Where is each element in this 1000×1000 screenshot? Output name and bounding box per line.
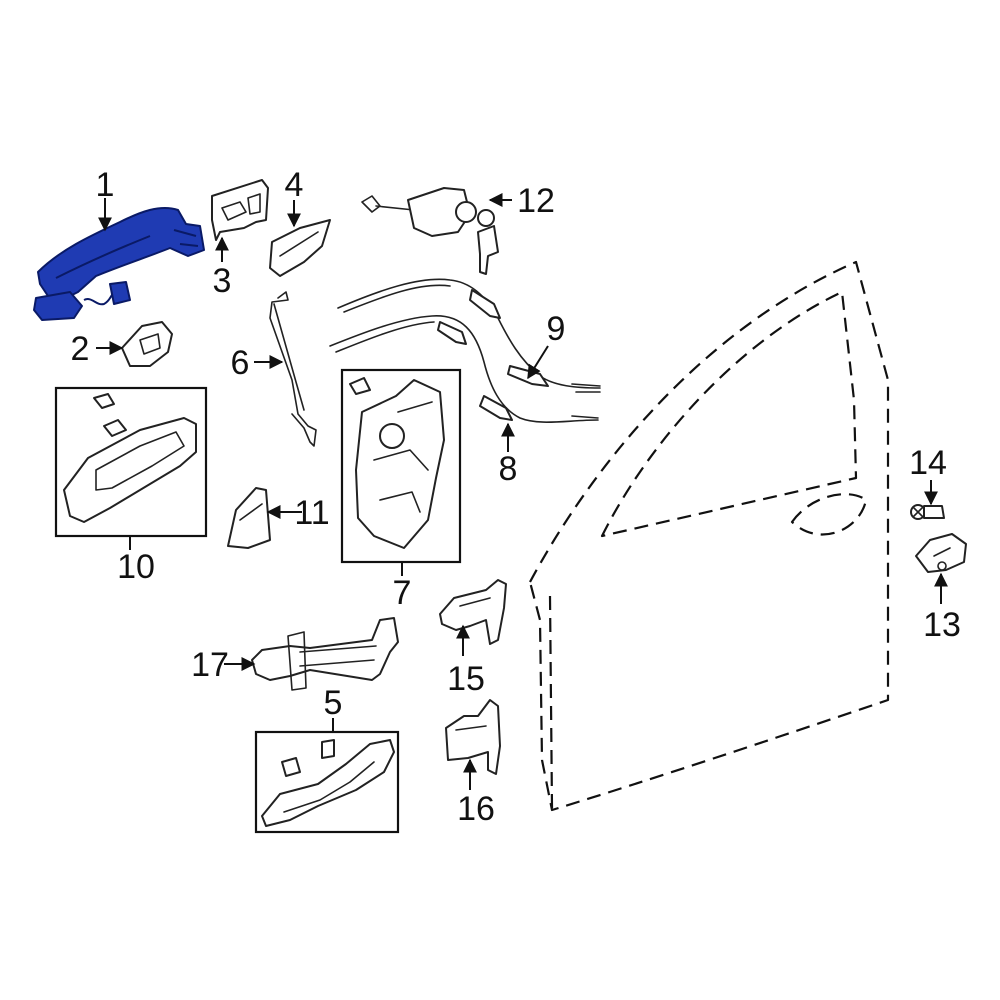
part-5-bracket[interactable]	[261, 739, 395, 827]
part-4-pad[interactable]	[269, 219, 331, 277]
part-15-upper-hinge[interactable]	[439, 579, 507, 645]
part-17-door-check[interactable]	[251, 617, 399, 691]
callout-2: 2	[71, 330, 90, 368]
callout-11: 11	[294, 494, 329, 532]
part-10-inside-handle[interactable]	[63, 393, 197, 523]
callout-16: 16	[457, 790, 495, 828]
callout-8: 8	[499, 450, 518, 488]
callout-labels: 1 2 3 4 6 12 9 8 11 10 7 17 5 15 16 14 1…	[71, 166, 961, 828]
callout-3: 3	[213, 262, 232, 300]
callout-13: 13	[923, 606, 961, 644]
part-7-lock-actuator[interactable]	[349, 377, 445, 549]
part-6-rod[interactable]	[269, 291, 317, 447]
part-13-striker[interactable]	[915, 533, 967, 573]
part-16-lower-hinge[interactable]	[445, 699, 501, 775]
part-2-handle-cap[interactable]	[121, 321, 173, 367]
callout-14: 14	[909, 444, 947, 482]
door-outline	[528, 260, 890, 812]
callout-17: 17	[191, 646, 229, 684]
part-14-screw[interactable]	[910, 504, 945, 520]
callout-6: 6	[231, 344, 250, 382]
part-11-cover[interactable]	[227, 487, 271, 549]
callout-5: 5	[324, 684, 343, 722]
part-12-key-cylinder[interactable]	[361, 187, 499, 275]
callout-4: 4	[285, 166, 304, 204]
callout-15: 15	[447, 660, 485, 698]
part-5-box	[254, 730, 400, 834]
callout-10: 10	[117, 548, 155, 586]
part-3-handle-frame[interactable]	[211, 179, 269, 241]
part-8-cable[interactable]	[329, 315, 599, 423]
callout-1: 1	[96, 166, 115, 204]
callout-12: 12	[517, 182, 555, 220]
callout-7: 7	[393, 574, 412, 612]
leader-lines	[96, 193, 948, 790]
part-1-outside-handle[interactable]	[33, 206, 205, 321]
callout-9: 9	[547, 310, 566, 348]
